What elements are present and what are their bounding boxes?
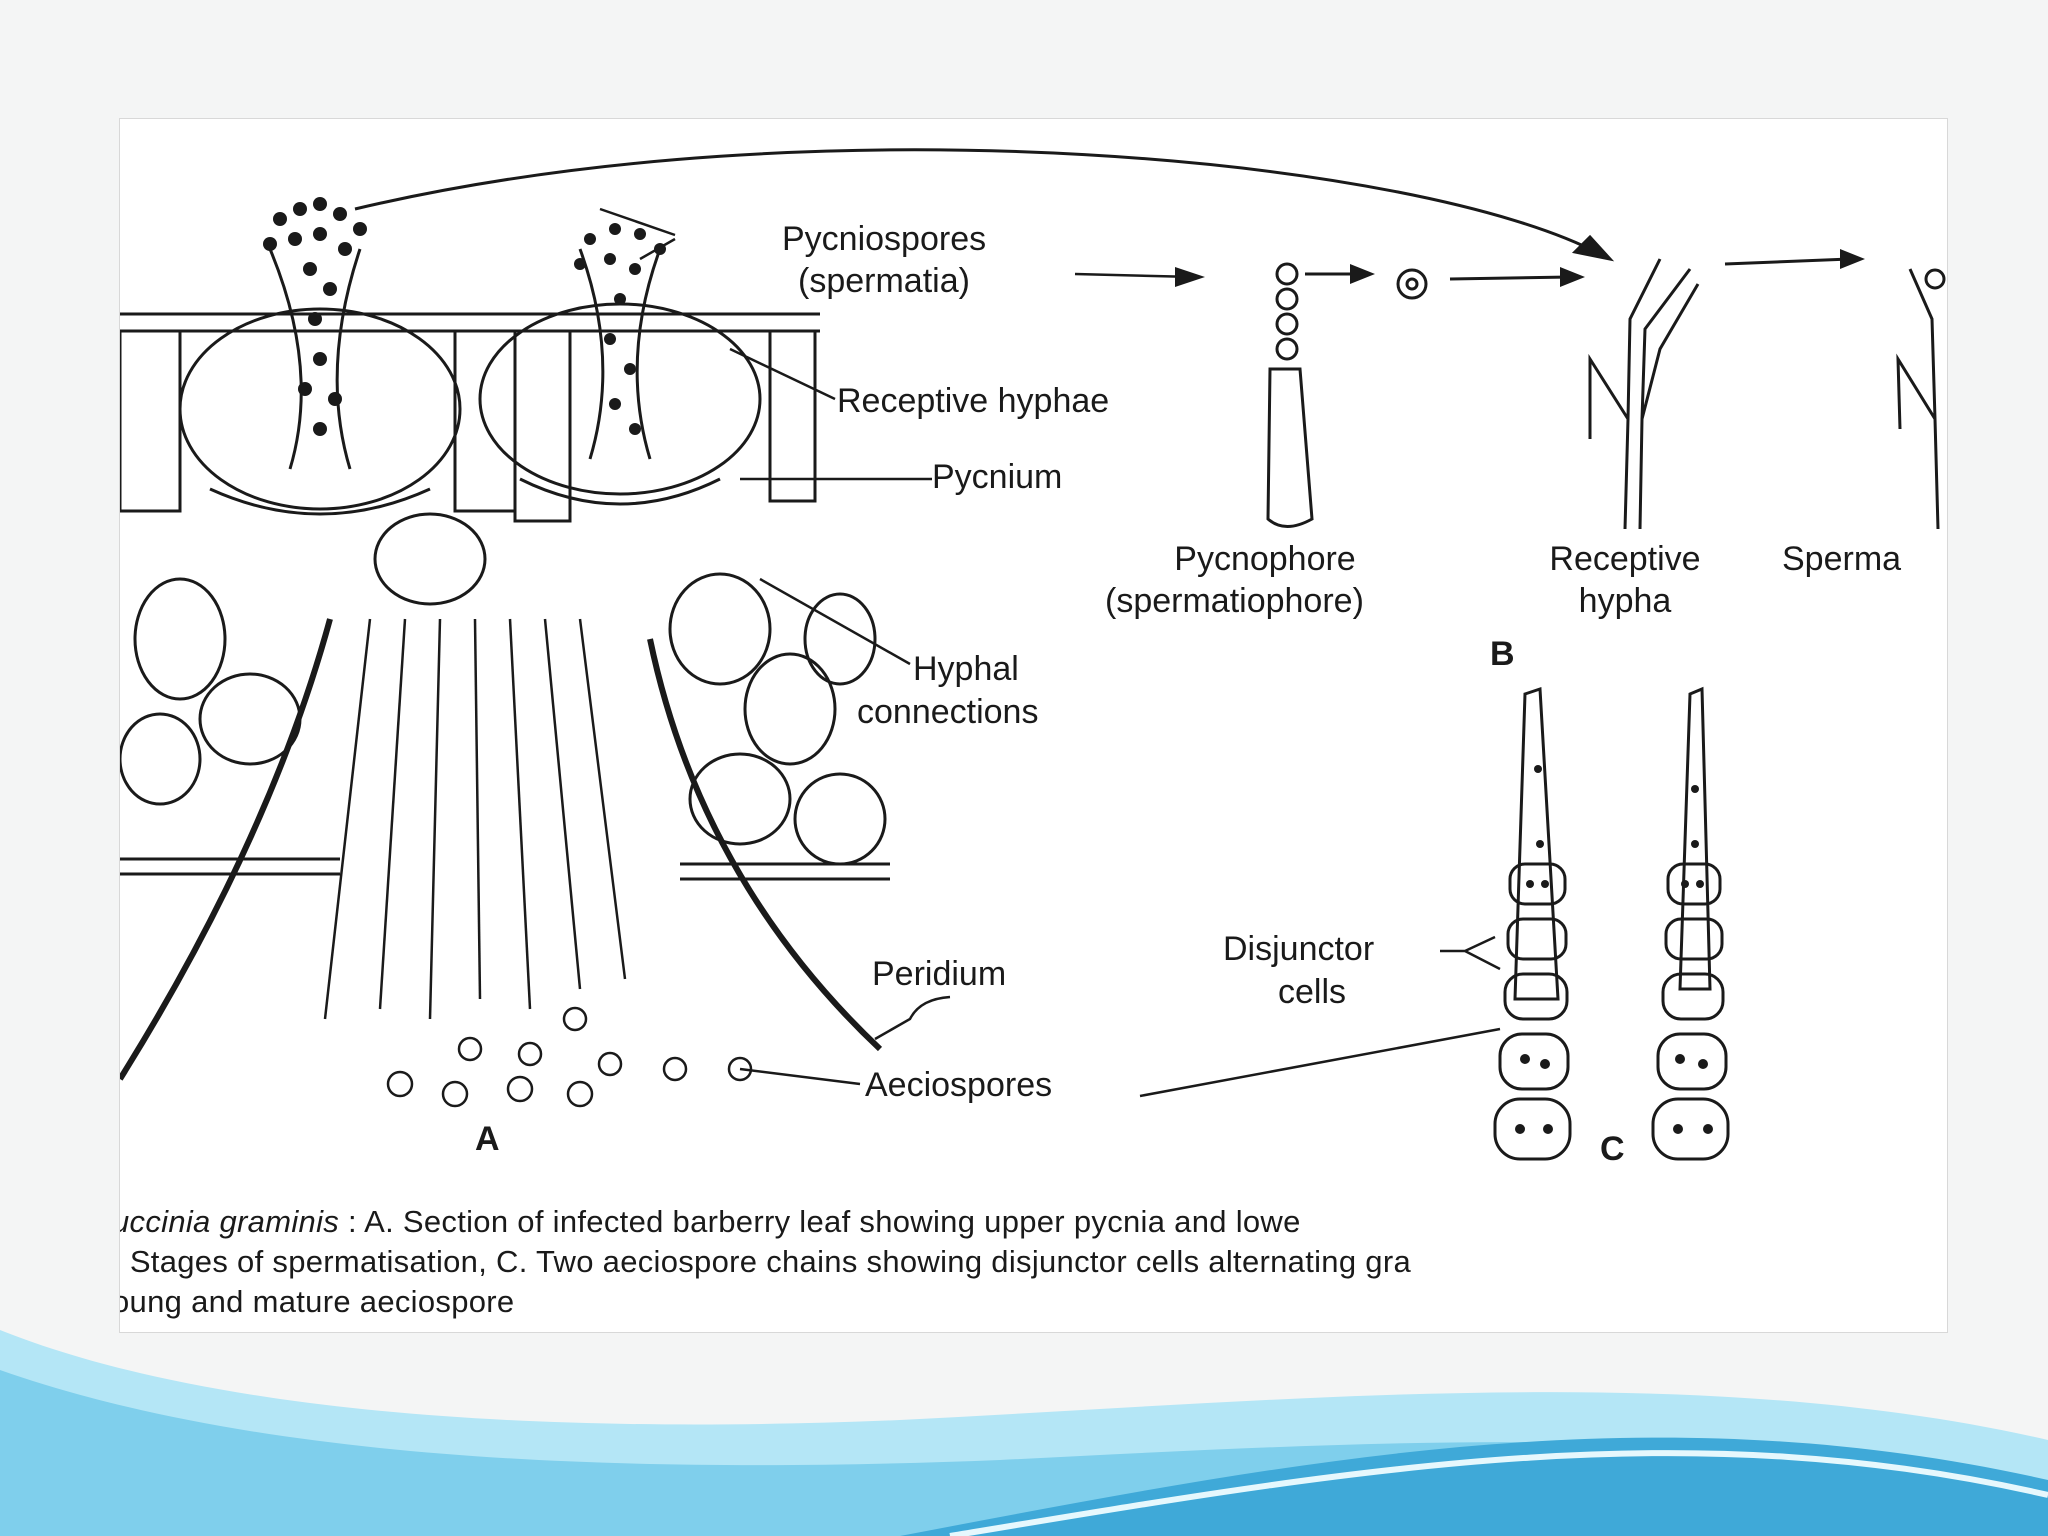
caption-line-1: uccinia graminis : A. Section of infecte…: [119, 1202, 1947, 1242]
figure-caption: uccinia graminis : A. Section of infecte…: [119, 1202, 1947, 1322]
peridium-left: [120, 618, 333, 1081]
figure-puccinia-graminis: Pycniospores (spermatia) Receptive hypha…: [119, 118, 1948, 1333]
wave-decoration-front: [900, 1437, 2048, 1536]
leader-disjunctor: [1440, 935, 1501, 971]
label-cells: cells: [1278, 973, 1347, 1011]
spermatised-hypha-drawing: [1896, 268, 1946, 530]
aeciospore-chain-2: [1651, 686, 1730, 1161]
arrow-b2: [1449, 275, 1571, 281]
peridium-right: [647, 638, 883, 1052]
leaf-lower-epidermis: [120, 857, 890, 881]
wave-highlight: [949, 1450, 2048, 1536]
caption-species: uccinia graminis: [119, 1204, 340, 1239]
label-hypha: hypha: [1578, 582, 1672, 620]
free-spermatium: [1396, 268, 1428, 300]
pycnium-left: [178, 248, 462, 516]
pycnophore-drawing: [1266, 262, 1314, 528]
label-disjunctor: Disjunctor: [1223, 930, 1375, 968]
arrow-pycniospores-head: [1175, 267, 1205, 287]
label-receptive-hyphae: Receptive hyphae: [837, 382, 1110, 420]
receptive-hypha-drawing: [1588, 258, 1700, 530]
label-spermatiophore: (spermatiophore): [1105, 582, 1364, 620]
label-hyphal: Hyphal: [913, 650, 1019, 688]
aeciospore-chain-1: [1493, 686, 1572, 1161]
mesophyll-cells: [120, 512, 887, 866]
label-spermatia: (spermatia): [798, 262, 970, 300]
arrow-long-head: [1571, 234, 1615, 262]
panel-label-c: C: [1600, 1130, 1625, 1168]
aeciospore-chains: [323, 618, 627, 1020]
leaf-upper-epidermis: [120, 312, 820, 523]
label-pycniospores: Pycniospores: [782, 220, 987, 258]
pycnium-right: [478, 248, 762, 506]
caption-line-1-text: : A. Section of infected barberry leaf s…: [339, 1204, 1301, 1239]
panel-label-b: B: [1490, 635, 1515, 673]
pycniospore-masses: [263, 197, 1713, 1134]
arrow-b3: [1724, 257, 1851, 266]
panel-label-a: A: [475, 1120, 500, 1158]
caption-line-2: . Stages of spermatisation, C. Two aecio…: [119, 1244, 1411, 1279]
label-peridium: Peridium: [872, 955, 1007, 993]
caption-line-3: oung and mature aeciospore: [119, 1284, 515, 1319]
label-sperma: Sperma: [1782, 540, 1902, 578]
leader-lines-left: [599, 207, 1501, 1098]
label-aeciospores: Aeciospores: [865, 1066, 1053, 1104]
arrow-long: [354, 148, 1601, 256]
label-receptive: Receptive: [1549, 540, 1701, 578]
loose-aeciospores: [386, 1006, 753, 1108]
label-connections: connections: [857, 693, 1039, 731]
diagram-drawing: [120, 148, 1946, 1161]
label-pycnophore: Pycnophore: [1174, 540, 1356, 578]
label-pycnium: Pycnium: [932, 458, 1063, 496]
